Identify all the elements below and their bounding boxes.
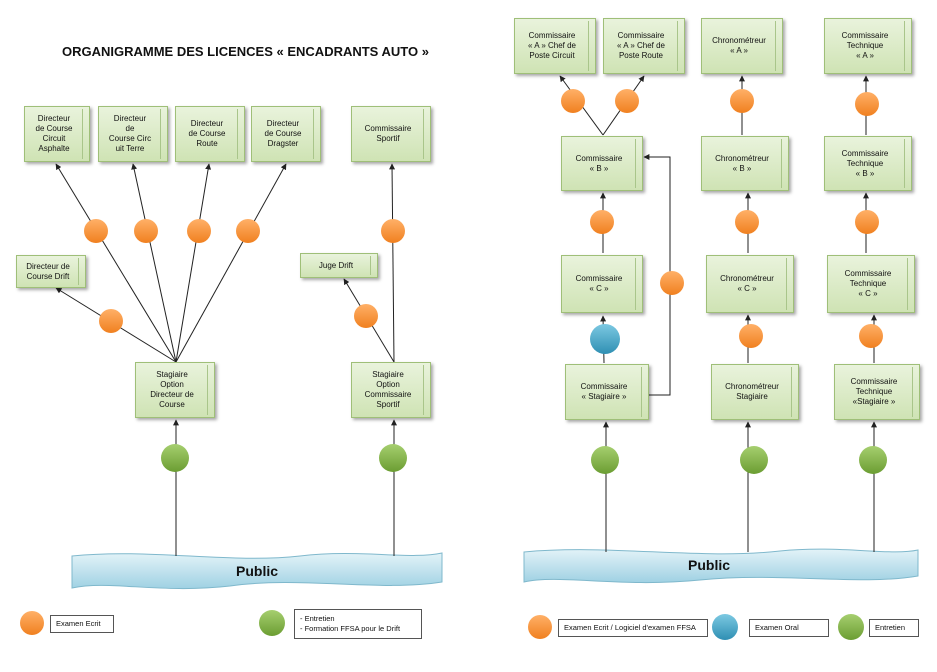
written-exam-icon [187,219,211,243]
interview-icon [859,446,887,474]
written-exam-icon [730,89,754,113]
box-commissaire-technique-c: Commissaire Technique « C » [827,255,915,313]
box-directeur-course-drift: Directeur de Course Drift [16,255,86,288]
written-exam-icon [354,304,378,328]
written-exam-icon [739,324,763,348]
written-exam-icon [561,89,585,113]
box-directeur-course-circuit-terre: Directeur de Course Circ uit Terre [98,106,168,162]
box-stagiaire-commissaire-sportif: Stagiaire Option Commissaire Sportif [351,362,431,418]
box-directeur-course-circuit-asphalte: Directeur de Course Circuit Asphalte [24,106,90,162]
box-commissaire-sportif: Commissaire Sportif [351,106,431,162]
interview-icon [379,444,407,472]
legend-interview-icon [259,610,285,636]
box-commissaire-a-route: Commissaire « A » Chef de Poste Route [603,18,685,74]
box-chronometreur-b: Chronométreur « B » [701,136,789,191]
box-chronometreur-a: Chronométreur « A » [701,18,783,74]
public-band-right [523,548,919,584]
public-band-left [71,552,443,590]
page-title: ORGANIGRAMME DES LICENCES « ENCADRANTS A… [62,44,429,59]
written-exam-icon [381,219,405,243]
written-exam-icon [615,89,639,113]
written-exam-icon [855,210,879,234]
legend-written-exam-icon [528,615,552,639]
box-commissaire-b: Commissaire « B » [561,136,643,191]
written-exam-icon [735,210,759,234]
legend-written-exam-icon [20,611,44,635]
legend-interview: Entretien [869,619,919,637]
box-stagiaire-directeur-course: Stagiaire Option Directeur de Course [135,362,215,418]
box-commissaire-technique-stagiaire: Commissaire Technique «Stagiaire » [834,364,920,420]
legend-oral-exam: Examen Oral [749,619,829,637]
legend-written-exam-ffsa: Examen Ecrit / Logiciel d'examen FFSA [558,619,708,637]
box-directeur-course-route: Directeur de Course Route [175,106,245,162]
box-directeur-course-dragster: Directeur de Course Dragster [251,106,321,162]
written-exam-icon [859,324,883,348]
oral-exam-icon [590,324,620,354]
legend-interview-drift: - Entretien - Formation FFSA pour le Dri… [294,609,422,639]
interview-icon [740,446,768,474]
written-exam-icon [660,271,684,295]
written-exam-icon [236,219,260,243]
written-exam-icon [84,219,108,243]
box-commissaire-technique-a: Commissaire Technique « A » [824,18,912,74]
legend-oral-exam-icon [712,614,738,640]
written-exam-icon [590,210,614,234]
public-label-left: Public [236,563,279,579]
box-commissaire-c: Commissaire « C » [561,255,643,313]
written-exam-icon [134,219,158,243]
box-chronometreur-c: Chronométreur « C » [706,255,794,313]
legend-written-exam: Examen Ecrit [50,615,114,633]
interview-icon [591,446,619,474]
box-juge-drift: Juge Drift [300,253,378,278]
public-label-right: Public [688,557,731,573]
legend-interview-icon [838,614,864,640]
box-commissaire-technique-b: Commissaire Technique « B » [824,136,912,191]
written-exam-icon [855,92,879,116]
interview-icon [161,444,189,472]
box-commissaire-a-circuit: Commissaire « A » Chef de Poste Circuit [514,18,596,74]
box-commissaire-stagiaire: Commissaire « Stagiaire » [565,364,649,420]
written-exam-icon [99,309,123,333]
box-chronometreur-stagiaire: Chronométreur Stagiaire [711,364,799,420]
